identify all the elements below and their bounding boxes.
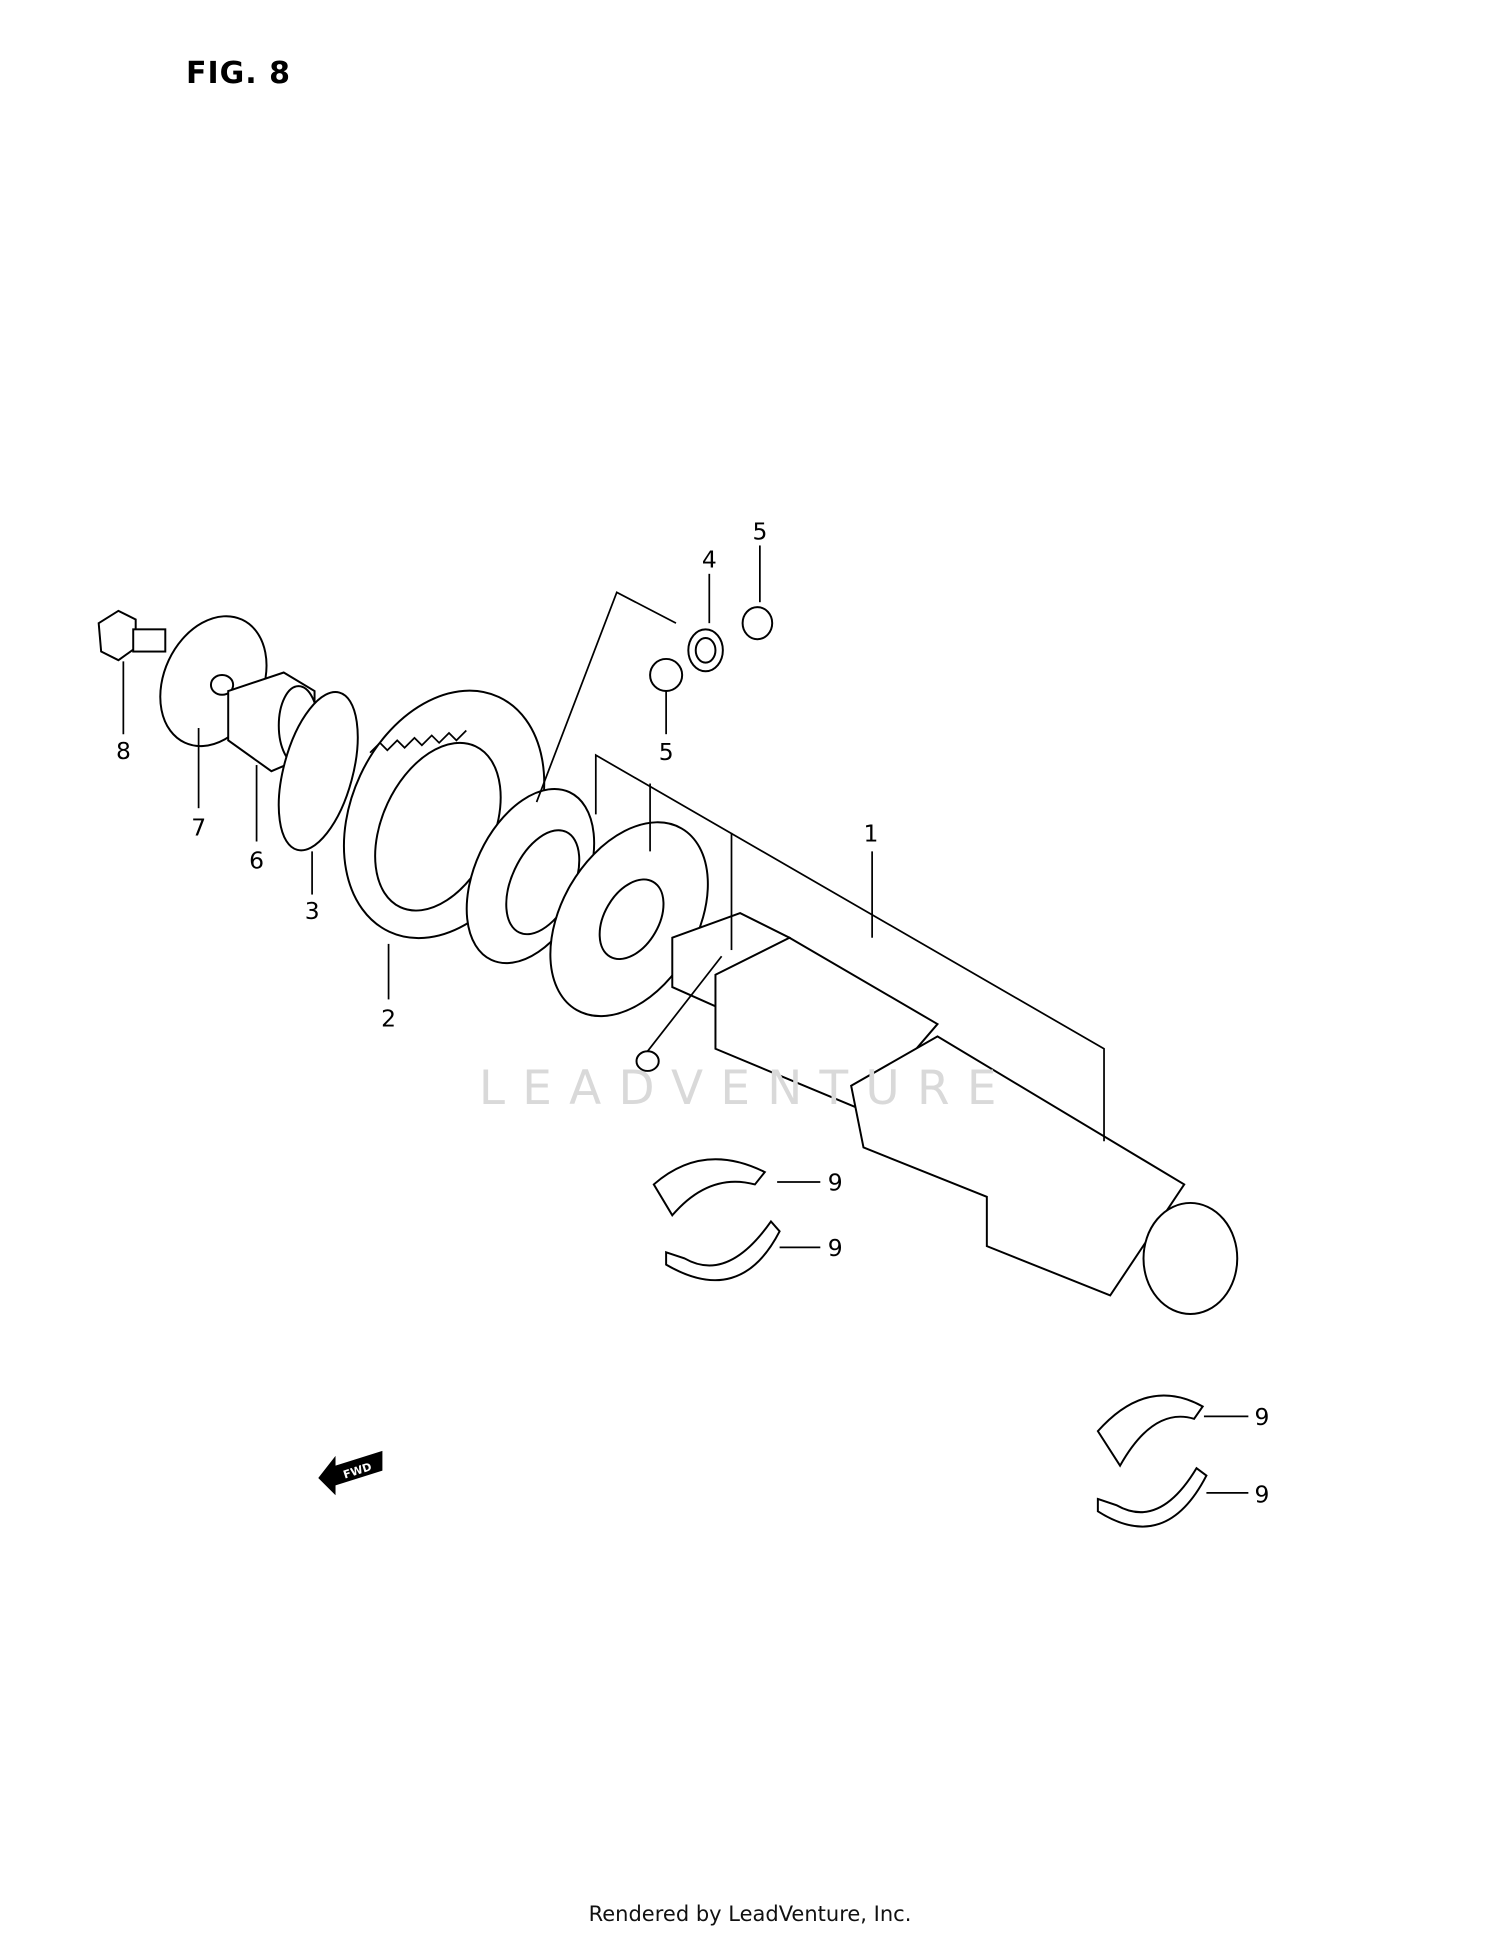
footer-credit: Rendered by LeadVenture, Inc.: [588, 1902, 912, 1926]
callout-9d[interactable]: 9: [1255, 1481, 1270, 1509]
callout-9c[interactable]: 9: [1255, 1403, 1270, 1431]
part-8-bolt[interactable]: [97, 609, 167, 735]
part-5-plunger-bottom[interactable]: [649, 657, 684, 735]
callout-5a[interactable]: 5: [752, 517, 767, 545]
part-5-plunger-top[interactable]: [741, 545, 774, 641]
watermark: LEADVENTURE: [479, 1061, 1014, 1116]
part-3-ring[interactable]: [264, 684, 373, 895]
callout-9a[interactable]: 9: [828, 1169, 843, 1197]
callout-1[interactable]: 1: [863, 820, 878, 848]
forward-direction-arrow: FWD: [318, 1450, 383, 1496]
callout-2[interactable]: 2: [381, 1005, 396, 1033]
part-1-shaft[interactable]: [594, 753, 1239, 1315]
callout-6[interactable]: 6: [249, 847, 264, 875]
part-4-spring[interactable]: [687, 573, 724, 673]
callout-5b[interactable]: 5: [659, 738, 674, 766]
part-9-bearing-upper-pair[interactable]: [652, 1158, 821, 1282]
callout-4[interactable]: 4: [702, 546, 717, 574]
callout-7[interactable]: 7: [191, 813, 206, 841]
callout-9b[interactable]: 9: [828, 1234, 843, 1262]
callout-8[interactable]: 8: [116, 737, 131, 765]
callout-3[interactable]: 3: [305, 897, 320, 925]
figure-title: FIG. 8: [186, 56, 291, 91]
part-9-bearing-lower-pair[interactable]: [1096, 1394, 1249, 1528]
